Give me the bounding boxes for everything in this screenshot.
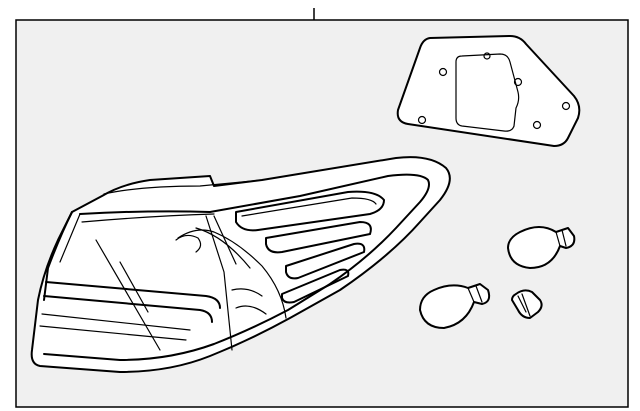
bulb-small [511, 289, 543, 319]
gasket-holes [417, 52, 571, 130]
tail-lamp-assembly [30, 156, 451, 373]
bulb-large-lower [419, 283, 491, 329]
gasket [396, 35, 581, 147]
bulb-large-upper [507, 226, 576, 269]
